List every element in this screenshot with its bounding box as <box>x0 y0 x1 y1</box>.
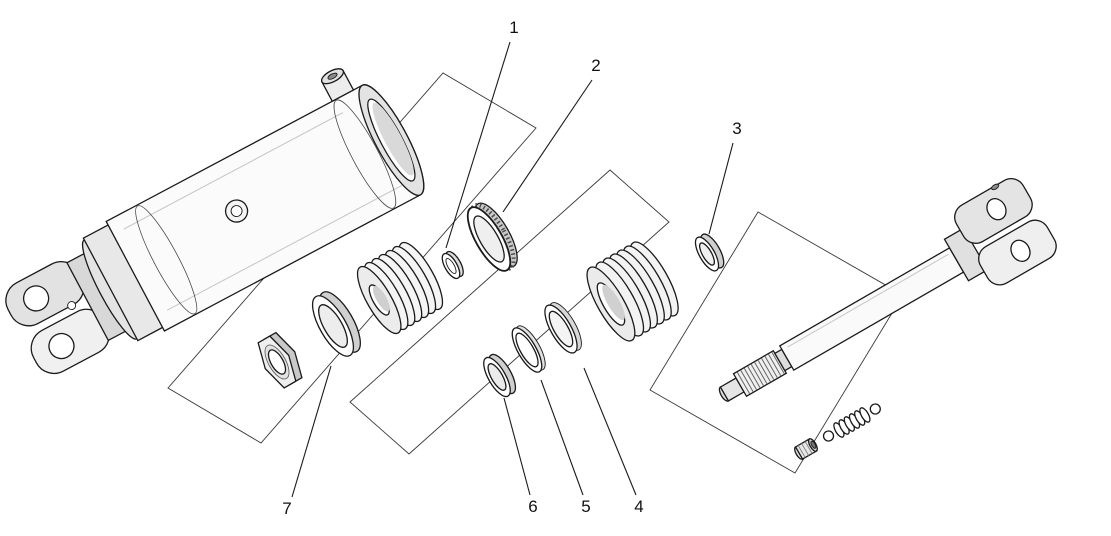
hex-nut-hole <box>267 349 287 375</box>
callout-7: 7 <box>282 365 332 518</box>
callout-4-leader <box>583 367 637 496</box>
backup-ring-part5 <box>511 325 546 373</box>
callout-3-label: 3 <box>732 119 741 138</box>
gland-ring-part7 <box>311 291 361 357</box>
callout-6: 6 <box>503 397 538 516</box>
callout-1-label: 1 <box>509 18 518 37</box>
callout-7-leader <box>291 365 332 498</box>
callout-2: 2 <box>502 56 601 213</box>
hex-nut <box>257 331 303 389</box>
barrel-top-port-hole <box>327 72 338 80</box>
barrel-clevis-pin-hole <box>67 301 77 311</box>
callout-1: 1 <box>445 18 519 249</box>
callout-4: 4 <box>583 367 644 516</box>
barrel-clevis-front-hole <box>48 332 75 360</box>
o-ring-hole <box>445 258 457 274</box>
rod-clevis-back-hole <box>986 198 1007 221</box>
o-ring-part1 <box>441 250 464 280</box>
callout-3: 3 <box>708 119 742 235</box>
rod-seal-ring-hole <box>548 310 574 348</box>
detent-spring-assembly <box>794 403 881 460</box>
assembly-plane-middle <box>349 169 670 455</box>
threaded-plug <box>794 438 818 460</box>
retaining-ring-hole <box>698 242 716 266</box>
barrel-clevis-back-hole <box>22 285 50 312</box>
barrel-side-port-hole <box>230 205 243 218</box>
wiper-ring-hole <box>487 363 507 391</box>
callout-7-label: 7 <box>282 499 291 518</box>
barrel-weld-seam-right <box>333 99 397 209</box>
piston-rod <box>718 178 1057 402</box>
piston-hole-shadow <box>372 285 390 312</box>
plug-hole <box>810 440 817 449</box>
barrel-side-port <box>224 199 249 223</box>
backup-ring-hole <box>515 332 539 368</box>
retaining-ring-part3 <box>694 233 725 272</box>
barrel-top-port <box>320 68 355 103</box>
rod-shaft-highlight <box>787 253 949 348</box>
rod-clevis-pin-hole <box>991 183 1000 191</box>
barrel-shading <box>123 112 403 311</box>
callout-3-leader <box>708 142 734 235</box>
rod-thread-lines <box>736 351 785 395</box>
rod-shaft <box>778 246 965 372</box>
detent-spring <box>833 407 871 438</box>
assembly-plane-right <box>649 211 904 474</box>
rod-seal-ring-part4 <box>544 302 582 354</box>
cylinder-head <box>586 241 679 342</box>
callout-5: 5 <box>540 379 591 516</box>
plug-thread-lines <box>797 441 813 458</box>
callout-5-label: 5 <box>581 497 590 516</box>
callout-5-leader <box>540 379 584 496</box>
seal-ring-hole <box>473 215 505 263</box>
seal-ring-knurl <box>469 203 516 271</box>
callout-6-leader <box>503 397 531 496</box>
detent-ball-outer <box>869 403 881 415</box>
rod-clevis-front-hole <box>1010 239 1031 262</box>
piston <box>356 241 444 335</box>
cylinder-head-bore-shadow <box>602 284 625 321</box>
gland-ring-hole <box>318 304 348 348</box>
cylinder-barrel <box>5 68 425 375</box>
callout-1-leader <box>445 41 511 249</box>
barrel-bore-shadow <box>372 102 414 176</box>
callout-4-label: 4 <box>634 497 643 516</box>
callout-2-label: 2 <box>591 56 600 75</box>
rod-clevis-block <box>943 227 989 282</box>
wiper-ring-part6 <box>483 353 517 398</box>
callout-2-leader <box>502 79 593 213</box>
detent-ball-inner <box>822 430 835 442</box>
callout-6-label: 6 <box>528 497 537 516</box>
seal-ring-part2 <box>466 202 518 272</box>
